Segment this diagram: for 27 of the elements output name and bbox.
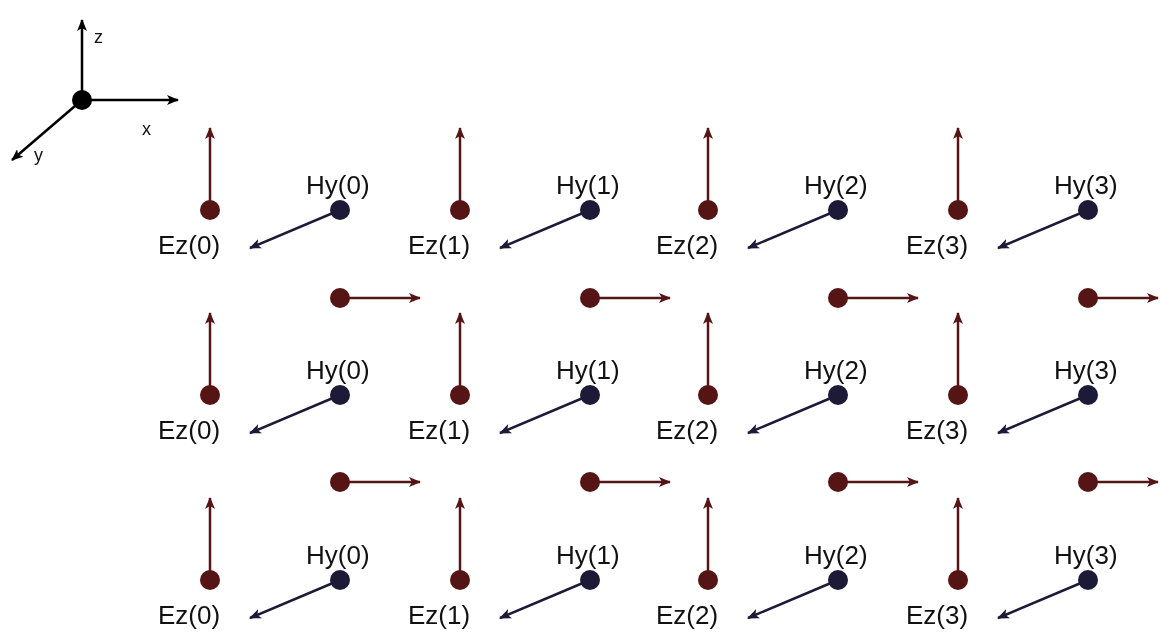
field-label: Hy(0) (306, 357, 370, 383)
field-label: Hy(3) (1054, 172, 1118, 198)
field-label: Hy(2) (804, 172, 868, 198)
field-label: Ez(3) (906, 417, 969, 443)
field-label: Hy(1) (556, 542, 620, 568)
field-label: Ez(1) (408, 232, 471, 258)
axis-label: y (34, 146, 43, 164)
field-label: Ez(0) (158, 232, 221, 258)
field-label: Hy(1) (556, 172, 620, 198)
field-label: Ez(2) (656, 232, 719, 258)
field-label: Ez(0) (158, 417, 221, 443)
field-label: Hy(0) (306, 172, 370, 198)
field-label: Ez(2) (656, 602, 719, 628)
field-label: Ez(3) (906, 232, 969, 258)
axis-label: x (142, 120, 151, 138)
field-label: Ez(1) (408, 602, 471, 628)
field-label: Ez(0) (158, 602, 221, 628)
axis-label: z (94, 28, 103, 46)
field-label: Hy(3) (1054, 542, 1118, 568)
field-label: Ez(2) (656, 417, 719, 443)
field-label: Ez(1) (408, 417, 471, 443)
field-label: Hy(2) (804, 357, 868, 383)
field-label: Hy(3) (1054, 357, 1118, 383)
field-label: Hy(2) (804, 542, 868, 568)
field-label: Ez(3) (906, 602, 969, 628)
field-label: Hy(0) (306, 542, 370, 568)
field-label: Hy(1) (556, 357, 620, 383)
